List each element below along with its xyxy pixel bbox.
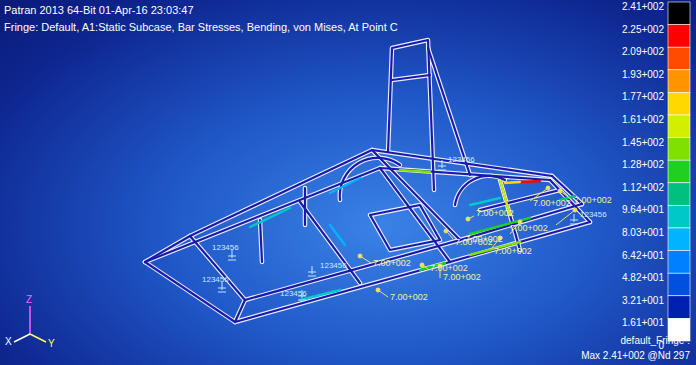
load-value: 7.00+002	[494, 247, 532, 257]
load-value: 7.00+002	[390, 293, 428, 303]
constraint-code: 123456	[448, 156, 475, 165]
scale-value: 1.61+002	[622, 114, 664, 125]
axis-label: Y	[48, 338, 55, 349]
constraint-code: 123456	[212, 244, 239, 253]
frame-outline	[145, 40, 590, 322]
load-value: 7.00+002	[533, 199, 571, 209]
scale-value: 4.82+001	[622, 272, 664, 283]
load-arrows	[358, 186, 577, 297]
fringe-name: default_Fringe :	[621, 335, 691, 346]
scale-value: 9.64+001	[622, 204, 664, 215]
scale-value: 1.93+002	[622, 69, 664, 80]
max-value: Max 2.41+002 @Nd 297	[581, 350, 690, 361]
axis-label: X	[5, 336, 12, 347]
header-text: Patran 2013 64-Bit 01-Apr-16 23:03:47	[4, 4, 194, 16]
constraint-symbols	[218, 160, 578, 300]
scale-value: 2.25+002	[622, 24, 664, 35]
constraint-code: 123456	[580, 211, 607, 220]
scale-value: 1.77+002	[622, 91, 664, 102]
constraint-code: 123456	[202, 276, 229, 285]
scale-value: 2.41+002	[622, 1, 664, 12]
scale-value: 8.03+001	[622, 227, 664, 238]
fringe-text: Fringe: Default, A1:Static Subcase, Bar …	[4, 21, 398, 33]
constraint-code: 123456	[280, 290, 307, 299]
load-value: 7.00+002	[510, 224, 548, 234]
load-value: 7.00+002	[455, 238, 493, 248]
axis-label: Z	[26, 294, 32, 305]
scale-value: 6.42+001	[622, 250, 664, 261]
frame-tubes	[145, 40, 590, 322]
load-value: 7.00+002	[373, 259, 411, 269]
color-bar	[668, 2, 690, 341]
load-value: 7.00+002	[443, 273, 481, 283]
load-value: 7.00+002	[574, 196, 612, 206]
scale-value: 1.45+002	[622, 137, 664, 148]
scale-value: 3.21+001	[622, 295, 664, 306]
scale-value: 1.28+002	[622, 159, 664, 170]
scale-value: 2.09+002	[622, 46, 664, 57]
constraint-code: 123456	[320, 262, 347, 271]
load-value: 7.00+002	[476, 209, 514, 219]
stress-fringe	[250, 170, 575, 300]
axis-triad	[14, 306, 46, 342]
scale-value: 1.12+002	[622, 182, 664, 193]
scale-value: 1.61+001	[622, 317, 664, 328]
